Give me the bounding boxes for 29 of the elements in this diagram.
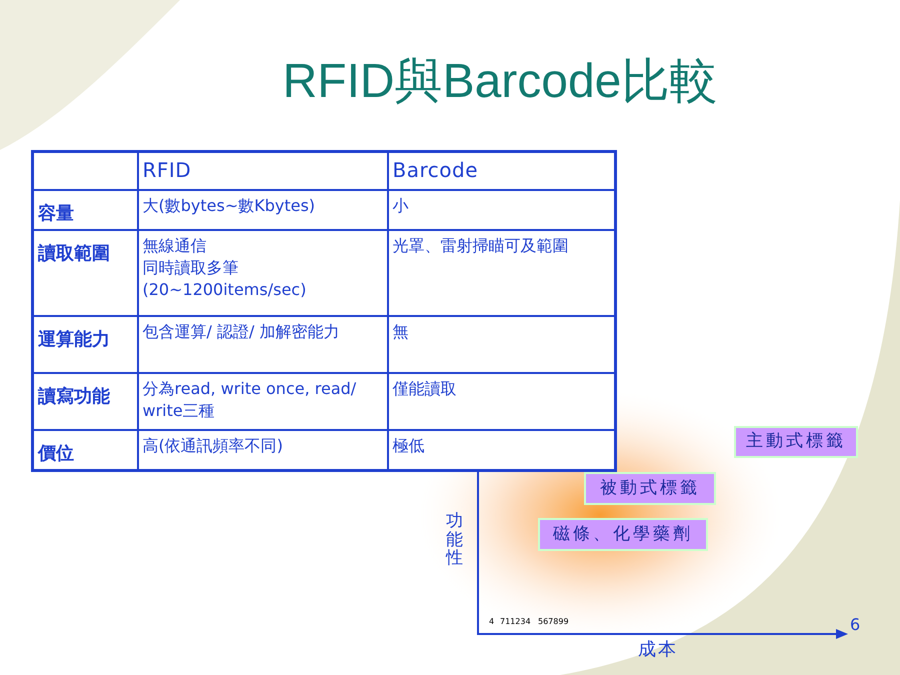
axis-label: 成本 bbox=[638, 641, 678, 659]
category-box: 被動式標籤 bbox=[584, 472, 716, 505]
table-text: 大(數bytes~數Kbytes) bbox=[142, 194, 316, 216]
table-text: 容量 bbox=[38, 202, 75, 224]
category-box: 磁條、化學藥劑 bbox=[538, 518, 708, 551]
table-text: 僅能讀取 bbox=[392, 378, 458, 400]
table-text: 小 bbox=[392, 194, 410, 216]
page-number: 6 bbox=[850, 617, 860, 633]
table-text: Barcode bbox=[392, 157, 479, 183]
table-text: 包含運算/ 認證/ 加解密能力 bbox=[142, 320, 340, 342]
table-text: RFID bbox=[142, 157, 192, 183]
table-text: 高(依通訊頻率不同) bbox=[142, 434, 284, 456]
barcode-digits: 567899 bbox=[538, 618, 569, 626]
table-text: 極低 bbox=[392, 434, 426, 456]
axis-label: 功能性 bbox=[446, 512, 463, 568]
table-text: 分為read, write once, read/ write三種 bbox=[142, 378, 358, 422]
table-text: 光罩、雷射掃瞄可及範圍 bbox=[392, 234, 570, 256]
title: RFID與Barcode比較 bbox=[282, 58, 718, 106]
table-text: (20~1200items/sec) bbox=[142, 278, 308, 300]
category-box: 主動式標籤 bbox=[734, 426, 858, 458]
table-text: 運算能力 bbox=[38, 328, 111, 350]
table-text: 無線通信 bbox=[142, 234, 208, 256]
barcode-digits: 711234 bbox=[500, 618, 531, 626]
table-text: 讀寫功能 bbox=[38, 386, 111, 408]
table-text: 無 bbox=[392, 320, 410, 342]
table-text: 價位 bbox=[38, 442, 75, 464]
table-text: 同時讀取多筆 bbox=[142, 256, 240, 278]
barcode-digits: 4 bbox=[489, 618, 494, 626]
table-text: 讀取範圍 bbox=[38, 242, 111, 264]
